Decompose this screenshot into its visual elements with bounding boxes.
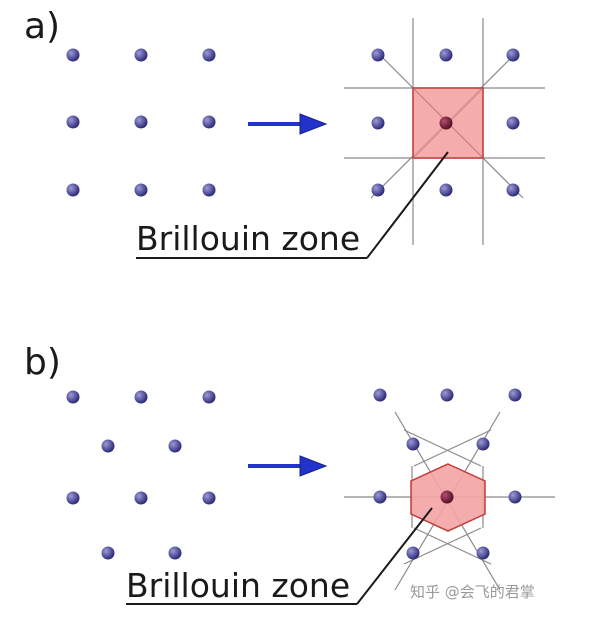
reciprocal-point xyxy=(439,48,453,62)
construction-line xyxy=(403,429,482,467)
reciprocal-point xyxy=(373,490,387,504)
central-reciprocal-point xyxy=(439,116,453,130)
reciprocal-point xyxy=(506,183,520,197)
arrow-head xyxy=(299,113,328,135)
reciprocal-point xyxy=(506,48,520,62)
reciprocal-point xyxy=(506,116,520,130)
panel-a-reciprocal-lattice xyxy=(344,18,545,245)
lattice-point xyxy=(134,491,148,505)
lattice-point xyxy=(168,546,182,560)
panel-b-zone-callout: Brillouin zone xyxy=(126,507,433,605)
lattice-point xyxy=(66,390,80,404)
panel-b-reciprocal-dots xyxy=(373,388,522,560)
arrow-head xyxy=(299,455,328,477)
lattice-point xyxy=(202,183,216,197)
lattice-point xyxy=(66,115,80,129)
panel-a-arrow xyxy=(248,113,328,135)
lattice-point xyxy=(134,183,148,197)
callout-pointer xyxy=(366,151,449,259)
reciprocal-point xyxy=(440,388,454,402)
panel-a-real-lattice xyxy=(66,48,216,197)
lattice-point xyxy=(66,183,80,197)
callout-pointer xyxy=(356,507,433,605)
panel-a-zone-label: Brillouin zone xyxy=(136,219,360,258)
panel-b-label: b) xyxy=(24,342,61,383)
lattice-point xyxy=(134,48,148,62)
reciprocal-point xyxy=(508,388,522,402)
lattice-point xyxy=(134,115,148,129)
lattice-point xyxy=(202,491,216,505)
reciprocal-point xyxy=(476,437,490,451)
lattice-point xyxy=(66,48,80,62)
reciprocal-point xyxy=(508,490,522,504)
lattice-point xyxy=(202,115,216,129)
panel-b: b) Brillouin zone xyxy=(24,342,555,605)
reciprocal-point xyxy=(406,546,420,560)
lattice-point xyxy=(168,439,182,453)
panel-a-label: a) xyxy=(24,6,60,47)
panel-b-zone-label: Brillouin zone xyxy=(126,566,350,605)
reciprocal-point xyxy=(373,388,387,402)
reciprocal-point xyxy=(406,437,420,451)
reciprocal-point xyxy=(476,546,490,560)
reciprocal-point xyxy=(371,183,385,197)
lattice-point xyxy=(202,390,216,404)
reciprocal-point xyxy=(439,183,453,197)
reciprocal-point xyxy=(371,48,385,62)
lattice-point xyxy=(101,546,115,560)
lattice-point xyxy=(101,439,115,453)
panel-b-reciprocal-lattice xyxy=(344,388,555,591)
panel-a-zone-callout: Brillouin zone xyxy=(136,151,449,259)
construction-line xyxy=(413,527,492,565)
central-reciprocal-point xyxy=(440,490,454,504)
panel-b-arrow xyxy=(248,455,328,477)
reciprocal-point xyxy=(371,116,385,130)
lattice-point xyxy=(66,491,80,505)
lattice-point xyxy=(134,390,148,404)
panel-a-reciprocal-dots xyxy=(371,48,520,197)
panel-a: a) B xyxy=(24,6,545,259)
construction-line xyxy=(413,429,492,467)
panel-b-real-lattice xyxy=(66,390,216,560)
watermark: 知乎 @会飞的君掌 xyxy=(410,583,535,601)
lattice-point xyxy=(202,48,216,62)
